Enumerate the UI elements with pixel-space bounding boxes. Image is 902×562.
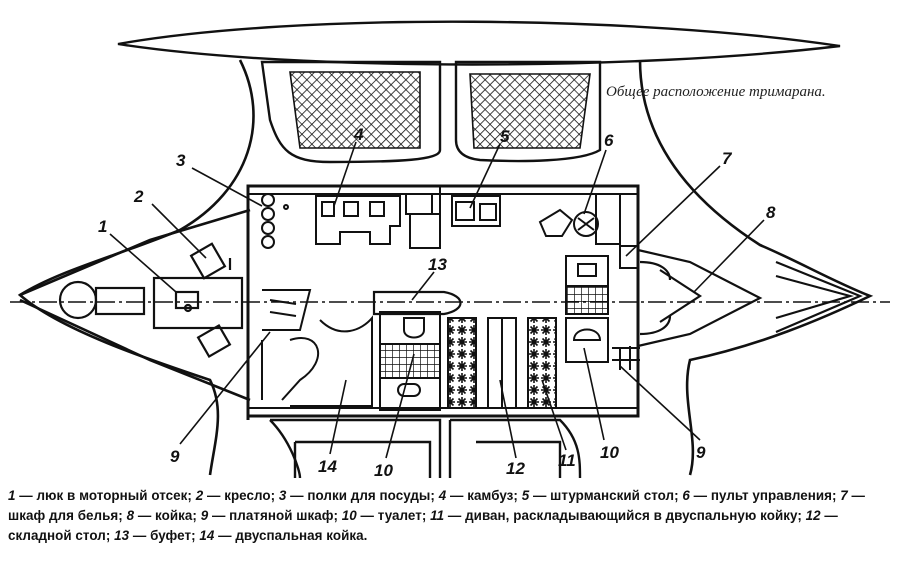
legend-caption: 1 — люк в моторный отсек; 2 — кресло; 3 … <box>8 486 894 546</box>
callout-11: 11 <box>558 451 576 470</box>
callout-3: 3 <box>176 151 186 170</box>
callout-10-right: 10 <box>600 443 619 462</box>
chart-table <box>405 193 501 249</box>
legend-item: 12 — складной стол; <box>8 508 838 543</box>
legend-item: 8 — койка; <box>126 508 197 523</box>
lower-windows <box>269 418 582 479</box>
cabin-walls <box>246 184 640 420</box>
dish-shelves <box>261 193 289 249</box>
callout-12: 12 <box>506 459 525 478</box>
folding-table <box>487 317 517 409</box>
legend-item: 2 — кресло; <box>195 488 276 503</box>
trimaran-plan-drawing: 1 2 3 4 5 6 7 8 9 9 10 10 11 12 13 14 <box>10 20 890 480</box>
double-berth <box>290 315 373 407</box>
legend-item: 7 — шкаф для белья; <box>8 488 865 523</box>
callout-7: 7 <box>722 149 733 168</box>
aft-area <box>58 242 244 359</box>
sail-outline <box>117 20 841 66</box>
legend-item: 1 — люк в моторный отсек; <box>8 488 192 503</box>
legend-item: 5 — штурманский стол; <box>521 488 679 503</box>
callout-1: 1 <box>98 217 107 236</box>
callout-4: 4 <box>353 125 364 144</box>
galley <box>315 195 401 245</box>
callout-9-right: 9 <box>696 443 706 462</box>
legend-item: 14 — двуспальная койка. <box>199 528 368 543</box>
callout-13: 13 <box>428 255 447 274</box>
figure-title: Общее расположение тримарана. <box>606 84 826 100</box>
legend-item: 4 — камбуз; <box>438 488 518 503</box>
callout-2: 2 <box>133 187 144 206</box>
callout-5: 5 <box>500 127 510 146</box>
upper-windows <box>260 60 602 164</box>
callout-14: 14 <box>318 457 337 476</box>
legend-item: 3 — полки для посуды; <box>278 488 435 503</box>
callout-8: 8 <box>766 203 776 222</box>
leader-lines <box>109 141 765 459</box>
buffet <box>372 290 462 316</box>
bow-berth <box>637 248 863 348</box>
callout-6: 6 <box>604 131 614 150</box>
sofa-left <box>447 317 477 409</box>
callout-numbers: 1 2 3 4 5 6 7 8 9 9 10 10 11 12 13 14 <box>98 125 776 480</box>
hull-outline <box>17 59 874 476</box>
toilet-left <box>379 311 441 411</box>
wardrobe-left <box>261 289 320 401</box>
legend-item: 10 — туалет; <box>341 508 427 523</box>
callout-10-left: 10 <box>374 461 393 480</box>
right-compartments <box>565 245 640 370</box>
callout-9-left: 9 <box>170 447 180 466</box>
legend-item: 9 — платяной шкаф; <box>200 508 338 523</box>
control-console <box>538 193 621 245</box>
legend-item: 11 — диван, раскладывающийся в двуспальн… <box>430 508 802 523</box>
sofa-right <box>527 317 557 409</box>
legend-item: 13 — буфет; <box>114 528 196 543</box>
legend-item: 6 — пульт управления; <box>682 488 837 503</box>
